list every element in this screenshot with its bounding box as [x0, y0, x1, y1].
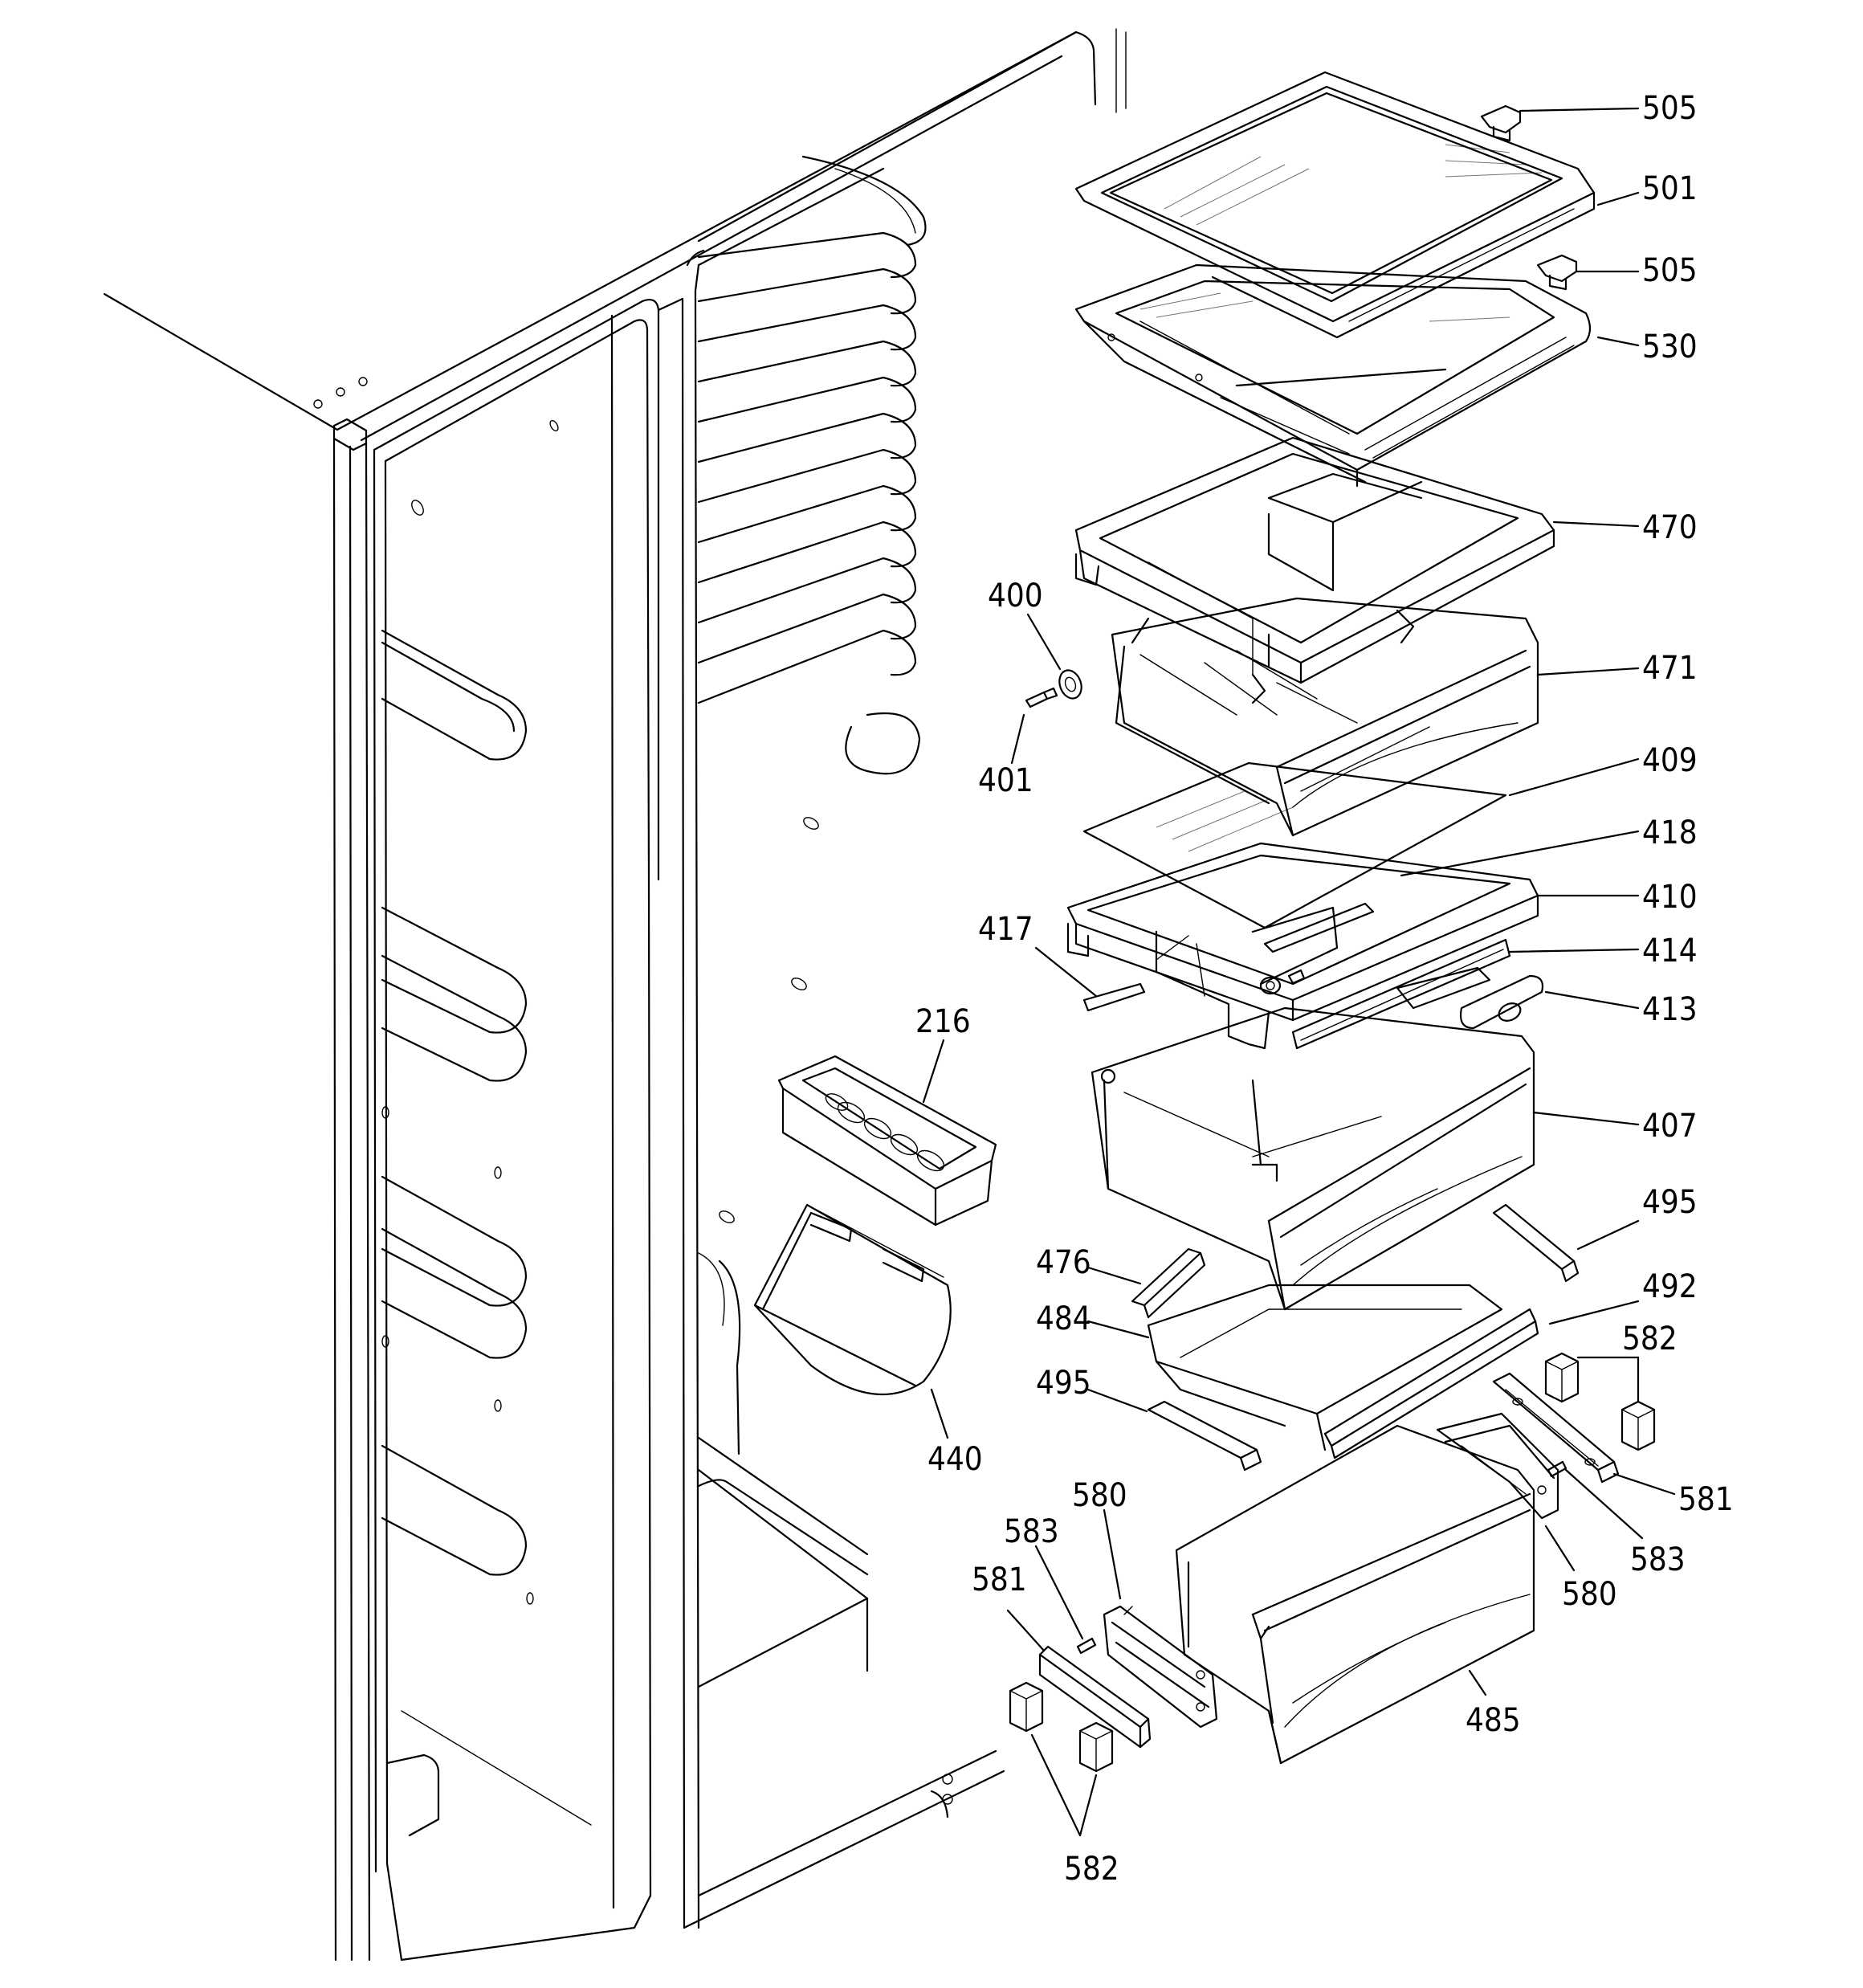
shelf-frame-530: [1074, 263, 1592, 488]
bushing-400: [1058, 669, 1082, 700]
bumper-582-left-a: [1009, 1681, 1044, 1733]
air-control-418: [1263, 902, 1375, 953]
bumper-582-right-b: [1620, 1400, 1656, 1451]
bin-cover-440: [753, 1203, 952, 1396]
bumper-582-right-a: [1544, 1352, 1580, 1403]
crisper-pan-471: [1111, 597, 1539, 837]
rail-495-right: [1492, 1203, 1580, 1283]
callout-495-right: 495: [1642, 1184, 1698, 1221]
callout-581-left: 581: [972, 1561, 1027, 1598]
callout-413: 413: [1642, 991, 1698, 1028]
screw-583-left: [1076, 1637, 1097, 1655]
glass-shelf-501: [1074, 71, 1596, 339]
callout-407: 407: [1642, 1108, 1698, 1145]
callout-476: 476: [1036, 1244, 1091, 1281]
drawer-485: [1175, 1424, 1535, 1765]
crisper-pan-407: [1090, 1006, 1535, 1311]
freezer-shelf-supports: [381, 419, 819, 1605]
rail-495-left: [1147, 1400, 1262, 1472]
pan-cover-484: [1147, 1284, 1503, 1451]
callout-495-left: 495: [1036, 1365, 1091, 1402]
callout-580-left: 580: [1072, 1477, 1127, 1514]
callout-505-mid: 505: [1642, 252, 1698, 289]
screw-583-right: [1547, 1460, 1567, 1478]
callout-470: 470: [1642, 509, 1698, 546]
leader-lines: [922, 107, 1676, 1837]
slide-580-left: [1103, 1605, 1218, 1729]
slide-581-right: [1492, 1372, 1620, 1484]
screw-401: [1025, 687, 1058, 708]
rail-476: [1131, 1247, 1206, 1319]
callout-501: 501: [1642, 170, 1698, 207]
callout-582-bottom: 582: [1064, 1851, 1119, 1888]
callout-530: 530: [1642, 329, 1698, 365]
shelf-clip-505-mid: [1536, 254, 1578, 291]
callout-414: 414: [1642, 933, 1698, 970]
callout-216: 216: [915, 1003, 971, 1040]
callout-580-right: 580: [1562, 1576, 1617, 1613]
utility-bin-216: [777, 1055, 997, 1227]
slide-581-left: [1038, 1645, 1152, 1749]
glass-insert-409: [1082, 761, 1507, 929]
bumper-582-left-b: [1078, 1721, 1114, 1773]
trim-492: [1323, 1308, 1539, 1459]
callout-labels: 505 501 505 530 470 400 471 401 409 418 …: [915, 90, 1734, 1888]
knob-413: [1396, 966, 1544, 1030]
callout-409: 409: [1642, 742, 1698, 779]
callout-583-right: 583: [1630, 1541, 1686, 1578]
callout-401: 401: [978, 762, 1033, 799]
callout-400: 400: [988, 578, 1043, 614]
callout-492: 492: [1642, 1268, 1698, 1305]
rod-417: [1082, 982, 1146, 1012]
callout-440: 440: [927, 1441, 983, 1478]
callout-417: 417: [978, 911, 1033, 948]
pan-frame-410: [1066, 842, 1539, 1050]
callout-582-right: 582: [1622, 1321, 1678, 1357]
slide-580-right: [1436, 1412, 1559, 1520]
callout-484: 484: [1036, 1300, 1091, 1337]
callout-418: 418: [1642, 814, 1698, 851]
pan-cover-frame-470: [1074, 436, 1555, 684]
callout-410: 410: [1642, 879, 1698, 916]
freezer-shelf-ribs: [697, 155, 927, 775]
callout-583-left: 583: [1004, 1513, 1059, 1550]
callout-485: 485: [1466, 1702, 1521, 1739]
shelf-clip-505-top: [1480, 104, 1522, 142]
callout-505-top: 505: [1642, 90, 1698, 127]
callout-471: 471: [1642, 650, 1698, 687]
refrigerator-cabinet: [103, 28, 1127, 1961]
callout-581-right: 581: [1678, 1481, 1734, 1518]
